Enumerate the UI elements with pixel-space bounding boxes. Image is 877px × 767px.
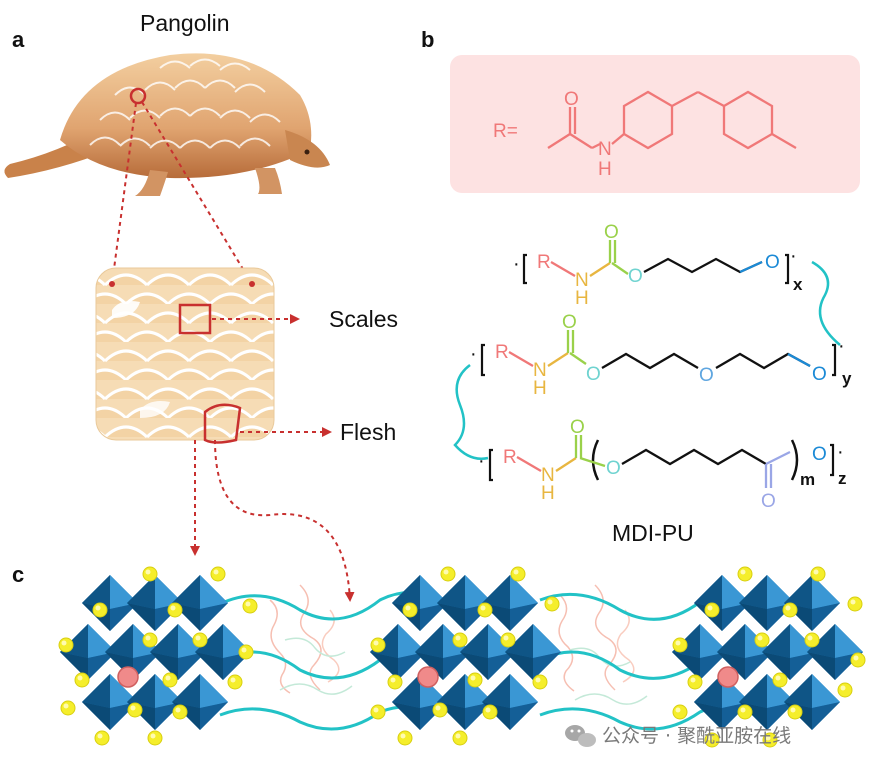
- repeat-unit-z: · R N H O O O m O z ·: [478, 417, 847, 512]
- watermark: 公众号 · 聚酰亚胺在线: [565, 725, 791, 747]
- perovskite-block-2: [370, 575, 561, 730]
- flesh-label: Flesh: [340, 419, 396, 445]
- svg-text:·: ·: [838, 335, 845, 357]
- r-group-h: H: [598, 159, 612, 180]
- r-group-box: R= O N H: [450, 55, 860, 193]
- panel-letter-c: c: [12, 562, 24, 587]
- y-subscript: y: [842, 369, 852, 388]
- zoom-guide-lines: [111, 101, 253, 285]
- composite-structure: [58, 566, 866, 748]
- pangolin-title: Pangolin: [140, 10, 230, 36]
- y-h: H: [533, 378, 547, 399]
- label-arrows: [190, 314, 355, 602]
- svg-text:·: ·: [837, 441, 844, 463]
- x-o-ether: O: [765, 252, 780, 273]
- m-subscript: m: [800, 470, 815, 489]
- watermark-text: 公众号 · 聚酰亚胺在线: [602, 725, 791, 747]
- scale-closeup-icon: [95, 267, 275, 444]
- r-group-n: N: [598, 139, 612, 160]
- x-subscript: x: [793, 275, 803, 294]
- pangolin-illustration-icon: [4, 53, 330, 196]
- perovskite-block-1: [60, 575, 251, 730]
- z-n: N: [541, 465, 555, 486]
- svg-text:·: ·: [478, 450, 485, 472]
- polymer-network: [269, 584, 648, 705]
- z-subscript: z: [838, 469, 847, 488]
- z-o-lactone: O: [761, 491, 776, 512]
- svg-text:·: ·: [790, 245, 797, 267]
- panel-letter-b: b: [421, 27, 434, 52]
- z-o-ether: O: [812, 444, 827, 465]
- x-h: H: [575, 288, 589, 309]
- r-group-structure: [547, 90, 797, 150]
- z-r: R: [503, 447, 517, 468]
- panel-letter-a: a: [12, 27, 25, 52]
- z-h: H: [541, 483, 555, 504]
- z-o-ester: O: [606, 458, 621, 479]
- svg-text:·: ·: [470, 343, 477, 365]
- repeat-unit-x: · R N H O O O x ·: [513, 222, 803, 309]
- z-o-carbonyl: O: [570, 417, 585, 438]
- polymer-label: MDI-PU: [612, 520, 694, 546]
- perovskite-block-3: [672, 575, 863, 730]
- chain-linker-1: [811, 260, 841, 346]
- y-r: R: [495, 342, 509, 363]
- y-o-carbonyl: O: [562, 312, 577, 333]
- y-o-ester: O: [586, 364, 601, 385]
- chain-linker-2: [453, 364, 489, 460]
- r-definition-label: R=: [493, 121, 518, 142]
- scales-label: Scales: [329, 306, 398, 332]
- repeat-unit-y: · R N H O O O O y ·: [470, 312, 852, 399]
- x-r: R: [537, 252, 551, 273]
- y-o-middle: O: [699, 365, 714, 386]
- y-o-ether: O: [812, 364, 827, 385]
- y-n: N: [533, 360, 547, 381]
- wechat-icon: [565, 725, 596, 747]
- svg-text:·: ·: [513, 253, 520, 275]
- x-o-carbonyl: O: [604, 222, 619, 243]
- x-n: N: [575, 270, 589, 291]
- r-group-o: O: [564, 89, 579, 110]
- x-o-ester: O: [628, 266, 643, 287]
